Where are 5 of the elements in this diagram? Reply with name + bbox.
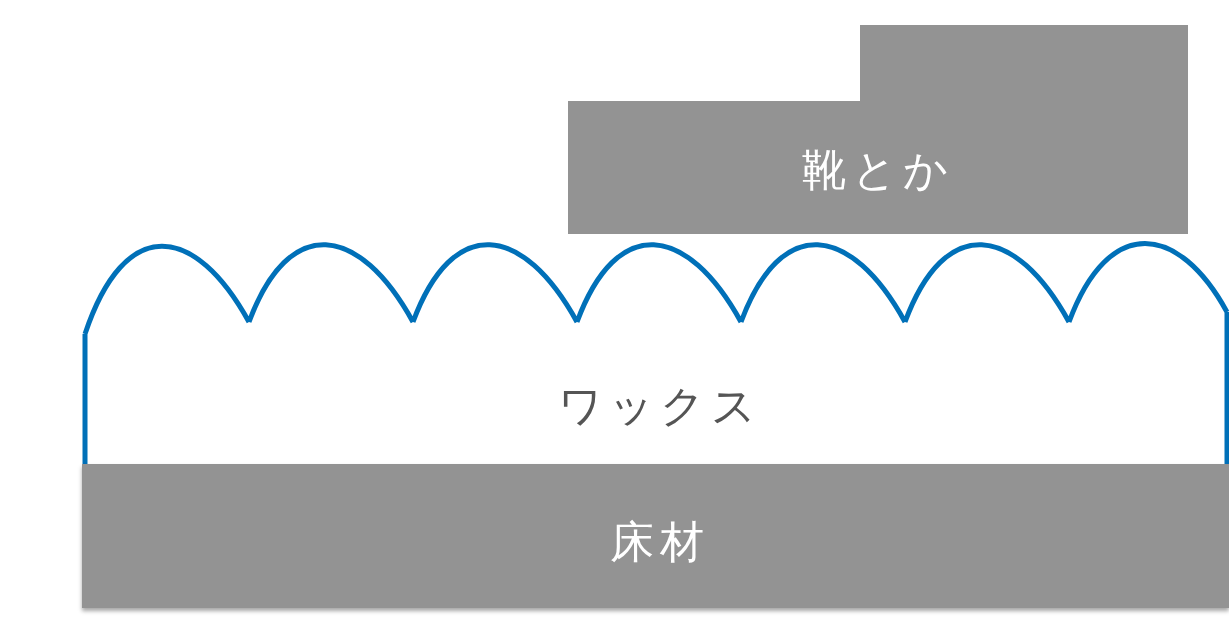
shoe-label: 靴とか [802, 142, 954, 197]
floor-label: 床材 [610, 514, 710, 569]
shoe-block [568, 25, 1189, 234]
wax-label: ワックス [558, 378, 762, 433]
floor-slab [82, 464, 1229, 608]
